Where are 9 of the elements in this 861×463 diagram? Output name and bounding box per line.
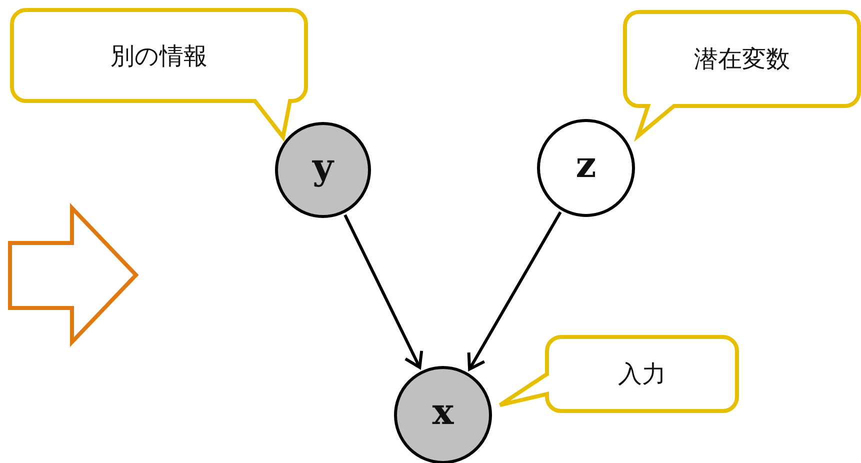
callout-text: 入力 (617, 359, 667, 390)
variable-label: x (432, 394, 454, 430)
arrow (467, 211, 562, 371)
variable-label: z (576, 147, 596, 183)
arrow (344, 214, 424, 369)
variable-label: y (312, 149, 334, 185)
speech-bubble (498, 335, 739, 413)
speech-bubble (10, 8, 308, 139)
callout-text: 別の情報 (110, 40, 208, 72)
